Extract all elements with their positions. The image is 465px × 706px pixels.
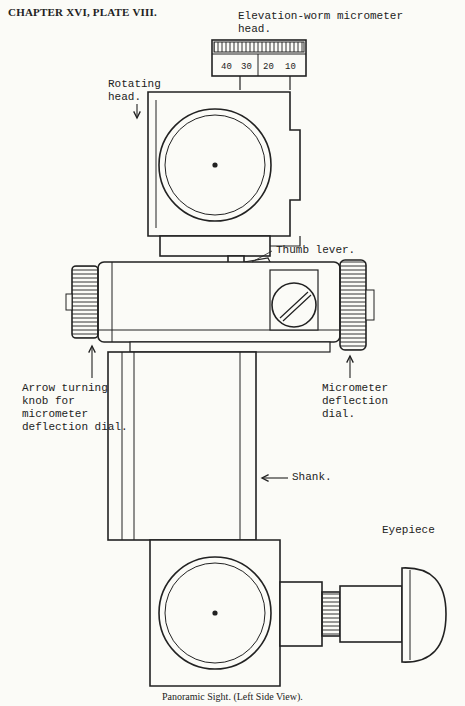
plate-title: CHAPTER XVI, PLATE VIII. — [8, 6, 157, 19]
part-label: Arrow turning knob for micrometer deflec… — [22, 382, 132, 434]
part-label: Rotating head. — [108, 78, 188, 104]
scale-number: 30 — [240, 62, 253, 72]
part-label: Micrometer deflection dial. — [322, 382, 412, 421]
part-label: Eyepiece — [382, 524, 435, 537]
scale-number: 40 — [220, 62, 233, 72]
part-label: Thumb lever. — [276, 244, 355, 257]
part-label: Elevation-worm micrometer head. — [238, 10, 438, 36]
figure-caption: Panoramic Sight. (Left Side View). — [162, 690, 303, 703]
scale-number: 10 — [284, 62, 297, 72]
part-label: Shank. — [292, 471, 332, 484]
scale-number: 20 — [262, 62, 275, 72]
